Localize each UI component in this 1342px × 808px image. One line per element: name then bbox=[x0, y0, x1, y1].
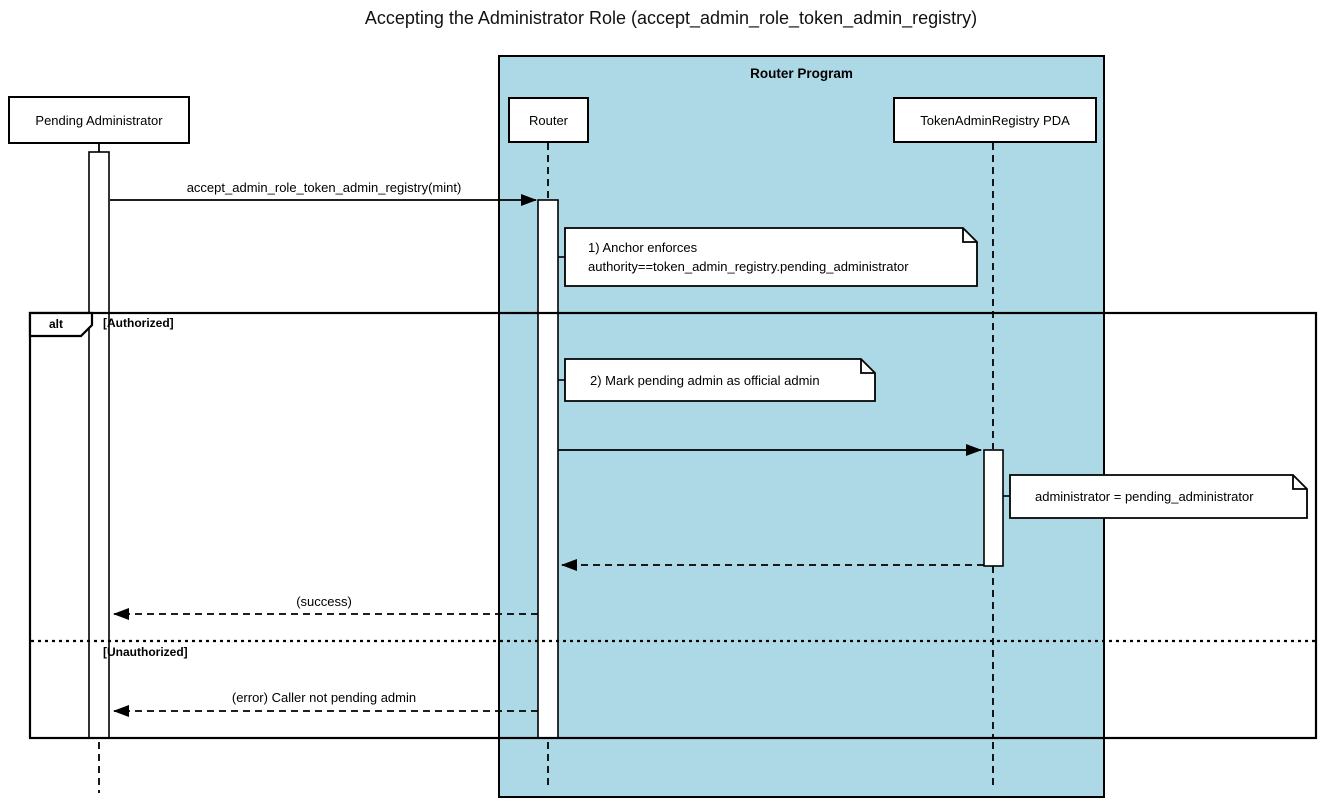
note-assign-admin: administrator = pending_administrator bbox=[1010, 475, 1307, 518]
note-anchor-enforces-line2: authority==token_admin_registry.pending_… bbox=[588, 259, 909, 274]
participant-pending-administrator: Pending Administrator bbox=[8, 96, 190, 144]
diagram-title: Accepting the Administrator Role (accept… bbox=[364, 8, 978, 28]
participant-router-label: Router bbox=[528, 112, 569, 128]
alt-frame bbox=[28, 311, 1318, 740]
participant-pending-administrator-label: Pending Administrator bbox=[35, 112, 163, 128]
router-program-label: Router Program bbox=[750, 66, 853, 81]
note-assign-admin-shape bbox=[1009, 474, 1308, 519]
note-mark-admin-shape bbox=[564, 358, 876, 402]
message-call-label: accept_admin_role_token_admin_registry(m… bbox=[186, 180, 462, 195]
note-mark-admin-fold bbox=[860, 359, 875, 374]
message-error-label: (error) Caller not pending admin bbox=[231, 690, 417, 705]
note-mark-admin: 2) Mark pending admin as official admin bbox=[565, 359, 875, 401]
participant-token-admin-registry-pda: TokenAdminRegistry PDA bbox=[893, 97, 1097, 143]
participant-router: Router bbox=[508, 97, 589, 143]
alt-operator-pentagon bbox=[28, 311, 94, 338]
note-anchor-enforces: 1) Anchor enforces authority==token_admi… bbox=[565, 228, 977, 286]
message-success-label: (success) bbox=[296, 594, 352, 609]
guard-unauthorized-label: [Unauthorized] bbox=[103, 645, 188, 659]
note-assign-admin-line1: administrator = pending_administrator bbox=[1035, 489, 1254, 504]
alt-operator-label: alt bbox=[48, 317, 63, 331]
activation-bar-router bbox=[537, 199, 559, 739]
note-anchor-enforces-fold bbox=[962, 228, 977, 243]
note-anchor-enforces-line1: 1) Anchor enforces bbox=[588, 240, 698, 255]
guard-authorized-label: [Authorized] bbox=[103, 316, 174, 330]
activation-bar-token-admin-registry bbox=[983, 449, 1004, 567]
note-anchor-enforces-shape bbox=[564, 227, 978, 287]
participant-token-admin-registry-pda-label: TokenAdminRegistry PDA bbox=[920, 112, 1070, 128]
note-mark-admin-line1: 2) Mark pending admin as official admin bbox=[590, 372, 820, 388]
note-assign-admin-fold bbox=[1292, 475, 1307, 490]
router-program-container: Router Program bbox=[498, 55, 1105, 798]
